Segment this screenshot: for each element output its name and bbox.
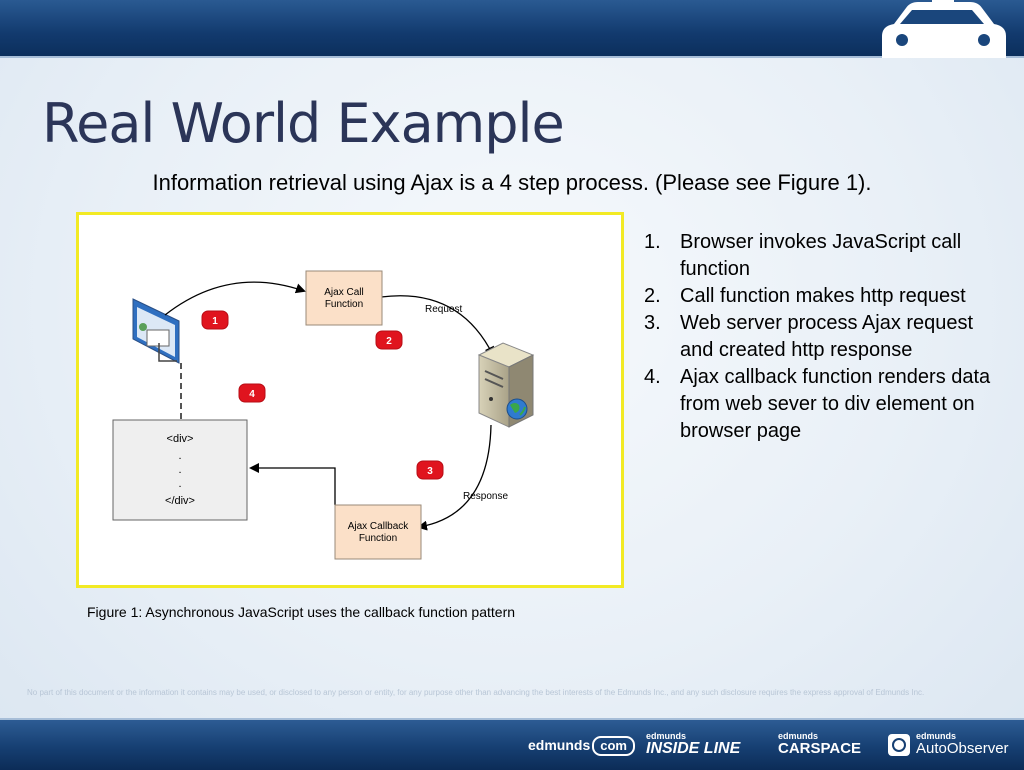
arrow-callback-to-div <box>249 463 336 505</box>
ajax-call-function-box <box>305 270 383 326</box>
steps-list: 1. Browser invokes JavaScript call functi… <box>644 229 994 445</box>
brand-carspace-label: CARSPACE <box>778 740 862 757</box>
brand-inside-line-small: edmunds <box>646 731 687 741</box>
brand-inside-line-label: INSIDE LINE <box>646 740 741 757</box>
div-dot-3: . <box>178 478 181 490</box>
div-dot-2: . <box>178 464 181 476</box>
div-close-tag: </div> <box>165 495 195 507</box>
ajax-callback-function-box <box>334 504 422 560</box>
step-item-3: 3. Web server process Ajax request and cr… <box>644 310 994 364</box>
step-text: Call function makes http request <box>680 285 966 307</box>
svg-text:4: 4 <box>249 389 255 400</box>
figure-1-diagram: Ajax Call Function Ajax Callback Functio… <box>76 212 624 588</box>
step-item-4: 4. Ajax callback function renders data fr… <box>644 364 994 445</box>
step-number: 3. <box>644 312 661 334</box>
car-icon <box>882 0 1006 58</box>
slide-subtitle: Information retrieval using Ajax is a 4 … <box>152 170 872 195</box>
step-text: Web server process Ajax request and crea… <box>680 312 974 361</box>
step-badge-4: 4 <box>238 383 266 403</box>
brand-edmunds-label: edmunds <box>528 737 591 753</box>
response-label: Response <box>463 491 508 502</box>
slide-title: Real World Example <box>42 92 565 155</box>
disclaimer-text: No part of this document or the informat… <box>27 688 925 697</box>
arrow-call-to-server <box>380 295 494 357</box>
div-open-tag: <div> <box>167 433 194 445</box>
brand-autoobserver-small: edmunds <box>916 731 957 741</box>
brand-autoobserver-label: AutoObserver <box>916 740 1009 757</box>
ajax-call-label-1: Ajax Call <box>324 287 363 298</box>
brand-com-badge: com <box>592 736 635 756</box>
step-text: Browser invokes JavaScript call function <box>680 231 962 280</box>
ajax-callback-label-2: Function <box>359 533 397 544</box>
step-number: 2. <box>644 285 661 307</box>
div-dot-1: . <box>178 450 181 462</box>
request-label: Request <box>425 304 462 315</box>
step-badge-2: 2 <box>375 330 403 350</box>
ajax-callback-label-1: Ajax Callback <box>348 521 410 532</box>
step-badge-3: 3 <box>416 460 444 480</box>
svg-text:3: 3 <box>427 466 433 477</box>
svg-text:2: 2 <box>386 336 392 347</box>
brand-inside-line[interactable]: edmunds INSIDE LINE <box>646 731 740 757</box>
figure-caption: Figure 1: Asynchronous JavaScript uses t… <box>87 604 516 620</box>
step-number: 1. <box>644 231 661 253</box>
web-server-icon <box>477 342 535 428</box>
brand-carspace[interactable]: edmunds CARSPACE <box>778 731 861 757</box>
step-item-2: 2. Call function makes http request <box>644 283 994 310</box>
brand-carspace-small: edmunds <box>778 731 819 741</box>
ajax-flow-diagram: Ajax Call Function Ajax Callback Functio… <box>112 270 535 560</box>
arrow-browser-to-call <box>164 281 306 316</box>
step-badge-1: 1 <box>201 310 229 330</box>
step-text: Ajax callback function renders data from… <box>680 366 991 442</box>
div-element-box <box>112 419 248 521</box>
browser-window-icon <box>132 298 180 364</box>
arrow-server-to-callback <box>417 424 492 531</box>
step-number: 4. <box>644 366 661 388</box>
ajax-call-label-2: Function <box>325 299 363 310</box>
step-item-1: 1. Browser invokes JavaScript call functi… <box>644 229 994 283</box>
header-band <box>0 0 1024 58</box>
brand-autoobserver[interactable]: edmunds AutoObserver <box>916 731 1009 757</box>
autoobserver-icon <box>888 734 910 756</box>
svg-text:1: 1 <box>212 316 218 327</box>
